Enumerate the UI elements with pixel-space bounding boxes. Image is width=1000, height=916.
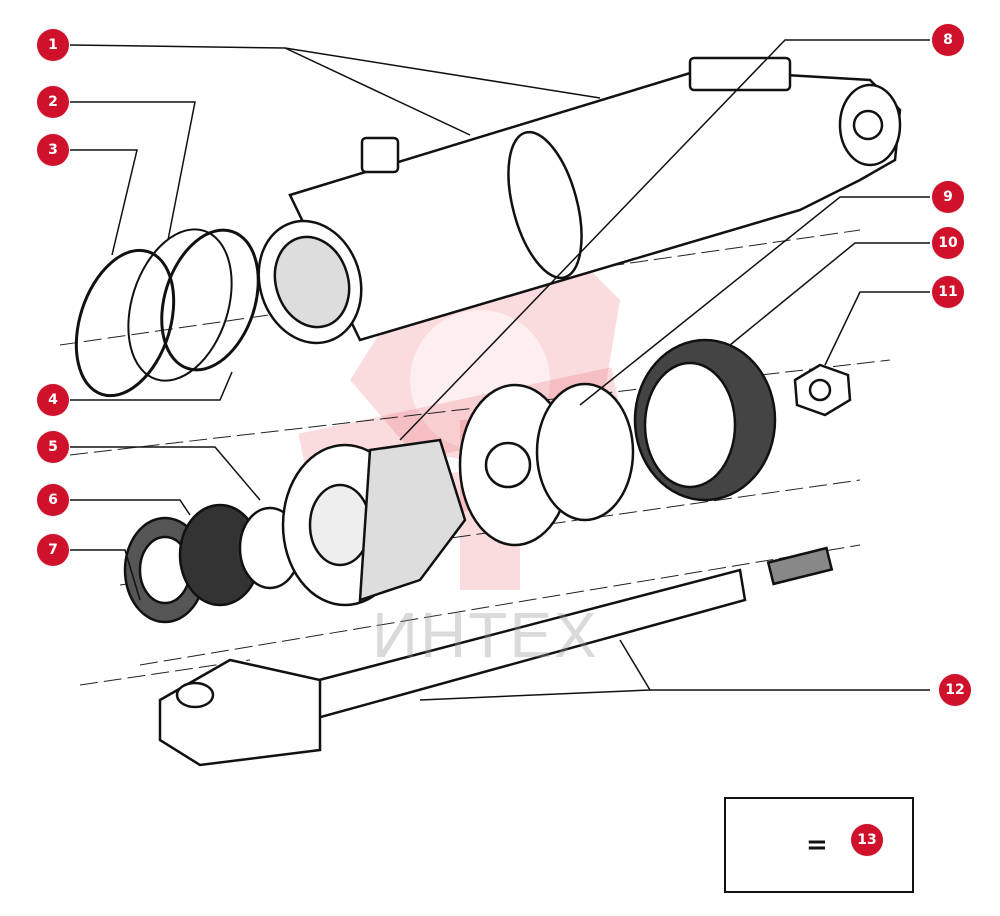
callout-8[interactable]: 8	[932, 24, 964, 56]
callout-9[interactable]: 9	[932, 181, 964, 213]
callout-4[interactable]: 4	[37, 384, 69, 416]
callout-12[interactable]: 12	[939, 674, 971, 706]
callout-6[interactable]: 6	[37, 484, 69, 516]
kit-equals-sign: =	[806, 830, 828, 860]
piston-rod	[158, 546, 834, 767]
callout-2[interactable]: 2	[37, 86, 69, 118]
leader-lines	[69, 39, 930, 701]
o-rings	[74, 228, 260, 398]
piston-parts	[123, 338, 852, 624]
callout-10[interactable]: 10	[932, 227, 964, 259]
callout-1[interactable]: 1	[37, 29, 69, 61]
callout-7[interactable]: 7	[37, 534, 69, 566]
repair-kit-legend	[724, 797, 914, 893]
callout-13[interactable]: 13	[851, 824, 883, 856]
callout-11[interactable]: 11	[932, 276, 964, 308]
cylinder-barrel	[257, 56, 902, 345]
callout-5[interactable]: 5	[37, 431, 69, 463]
callout-3[interactable]: 3	[37, 134, 69, 166]
